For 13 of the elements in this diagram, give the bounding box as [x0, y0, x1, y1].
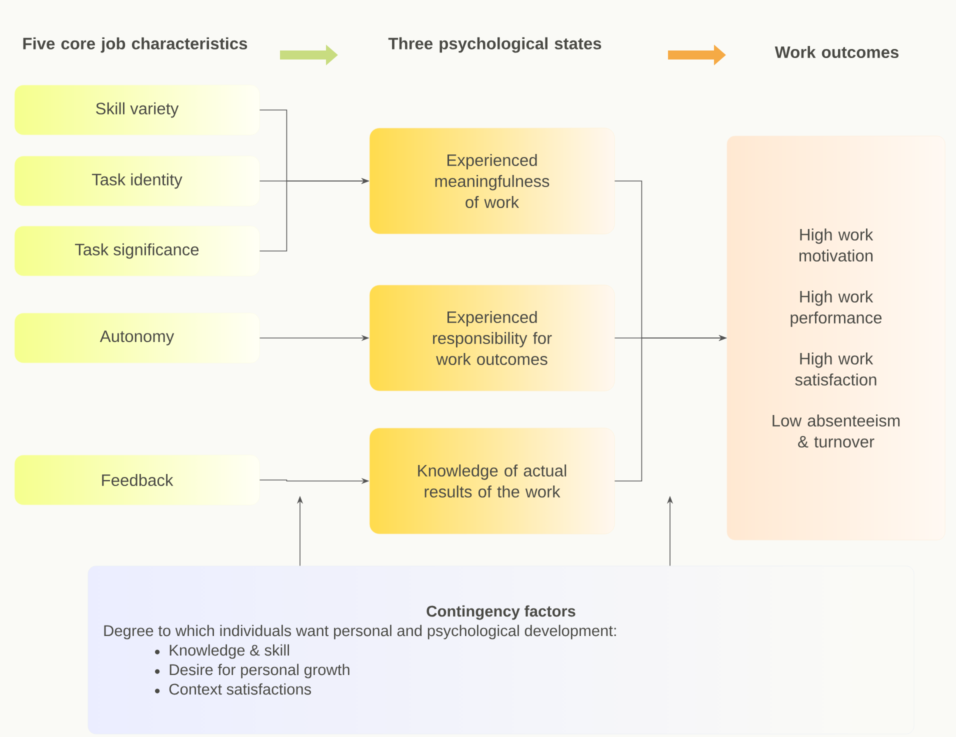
characteristic-box: Task significance — [14, 226, 260, 276]
outcomes-box: High work motivation High work performance High work satisfaction Low absenteeism & turnover — [726, 136, 946, 540]
characteristic-box: Feedback — [14, 454, 260, 506]
factors-box: Contingency factors Degree to which individuals want personal and psychological development: Knowledge & skill Desire for personal growth Context satisfactions — [88, 566, 914, 734]
characteristic-box: Autonomy — [14, 312, 260, 364]
state-box: Experienced meaningfulness of work — [369, 128, 615, 234]
column-heading: Work outcomes — [774, 46, 899, 58]
state-box: Knowledge of actual results of the work — [369, 428, 615, 534]
column-heading: Three psychological states — [388, 37, 602, 53]
state-box: Experienced responsibility for work outcomes — [369, 284, 615, 392]
column-heading: Five core job characteristics — [23, 37, 248, 53]
characteristic-box: Skill variety — [14, 84, 260, 136]
characteristic-box: Task identity — [14, 156, 260, 206]
